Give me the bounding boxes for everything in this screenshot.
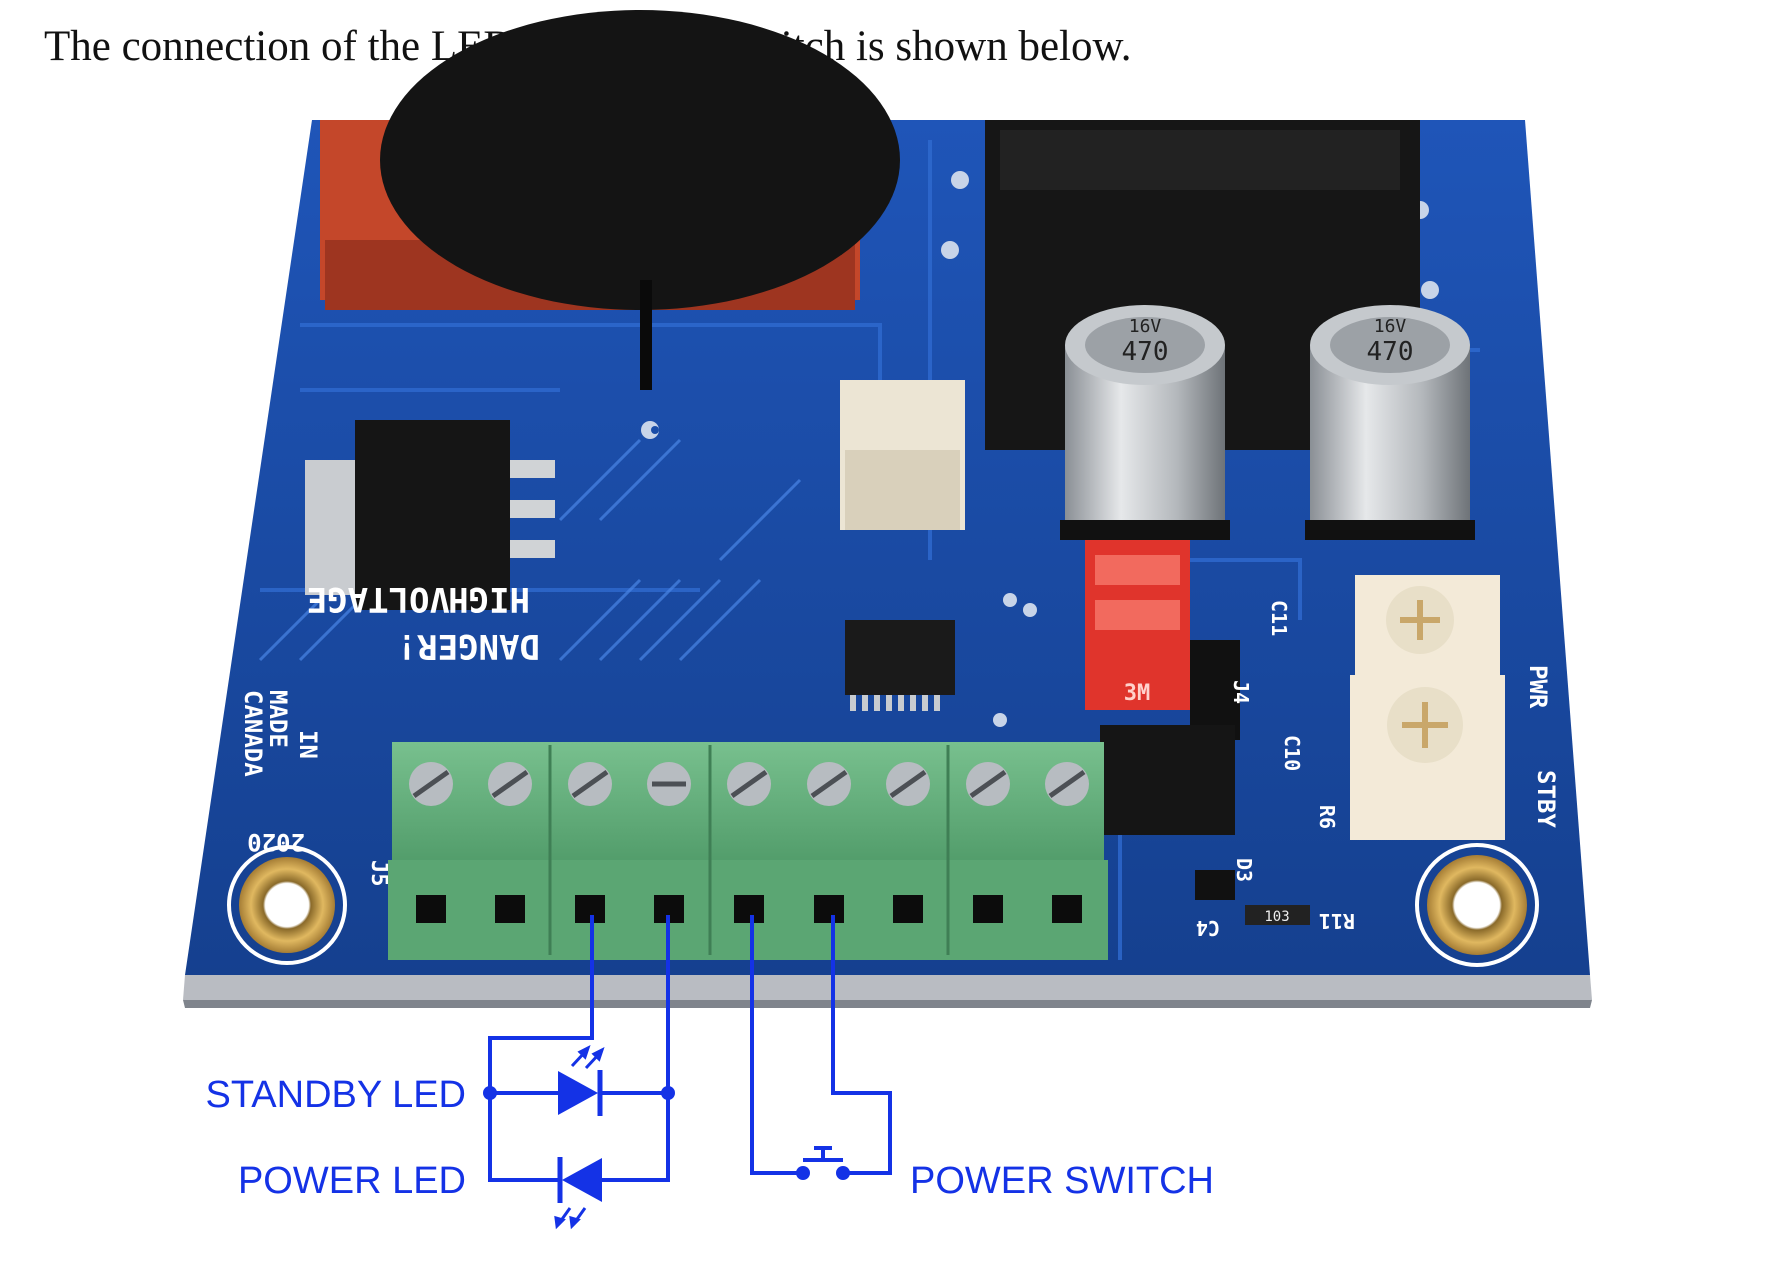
silk-d3: D3: [1232, 858, 1256, 882]
terminal-screws: [409, 762, 1089, 806]
screw-6: [807, 762, 851, 806]
wire-terminal-5: [750, 915, 803, 1175]
smd-component: [1100, 725, 1235, 835]
resistor-r11: 103: [1245, 905, 1310, 925]
silkscreen: HIGH VOLTAGE DANGER! MADE IN CANADA 2020…: [239, 579, 1560, 940]
trimmer-pot-top: [1355, 575, 1500, 675]
silk-voltage: VOLTAGE: [307, 579, 450, 619]
jumper-block: 3M: [1085, 540, 1240, 740]
transformer: [320, 10, 900, 390]
capacitor-right: 470 16V: [1305, 305, 1475, 540]
power-led-label: POWER LED: [238, 1160, 466, 1202]
capacitor-value-label: 470: [1367, 337, 1414, 367]
silk-canada: CANADA: [239, 690, 267, 777]
trimmer-pot-bottom: [1350, 675, 1505, 840]
silk-c11: C11: [1267, 600, 1291, 636]
ic-chip: [845, 620, 955, 711]
power-switch-label: POWER SWITCH: [910, 1160, 1214, 1202]
junction-dots: [483, 1086, 675, 1100]
silk-pwr: PWR: [1524, 665, 1552, 709]
capacitor-left: 470 16V: [1060, 305, 1230, 540]
capacitor-value-label: 470: [1122, 337, 1169, 367]
capacitor-voltage-label: 16V: [1374, 316, 1407, 337]
mounting-hole-left: [227, 845, 347, 965]
screw-7: [886, 762, 930, 806]
silk-stby: STBY: [1532, 770, 1560, 828]
wire-terminal-3: [488, 915, 594, 1182]
mounting-hole-right: [1415, 843, 1539, 967]
standby-led-symbol: [558, 1045, 605, 1116]
screw-3: [568, 762, 612, 806]
wiring-schematic: [488, 915, 892, 1182]
standby-led-label: STANDBY LED: [206, 1074, 466, 1116]
capacitor-voltage-label: 16V: [1129, 316, 1162, 337]
silk-j5: J5: [366, 860, 391, 887]
power-switch-symbol: [796, 1146, 850, 1180]
silk-year: 2020: [247, 828, 305, 856]
silk-r6: R6: [1315, 805, 1339, 829]
screw-5: [727, 762, 771, 806]
screw-9: [1045, 762, 1089, 806]
diode-d3: [1195, 870, 1235, 900]
silk-in: IN: [294, 730, 322, 759]
silk-danger: DANGER!: [397, 626, 540, 666]
silk-c10: C10: [1280, 735, 1304, 771]
wire-terminal-4: [600, 915, 670, 1182]
svg-text:103: 103: [1264, 909, 1289, 925]
wire-terminal-6: [831, 915, 892, 1175]
silk-c4: C4: [1196, 916, 1220, 940]
power-led-symbol: [554, 1157, 602, 1230]
terminal-openings: [416, 895, 1082, 923]
screw-2: [488, 762, 532, 806]
silk-j4: J4: [1229, 680, 1253, 704]
screw-4: [647, 762, 691, 806]
optocoupler: [840, 380, 965, 530]
screw-8: [966, 762, 1010, 806]
silk-r11: R11: [1319, 909, 1355, 933]
jumper-marking: 3M: [1124, 681, 1151, 706]
silk-made: MADE: [264, 690, 292, 748]
voltage-regulator: [305, 420, 555, 610]
silk-high: HIGH: [448, 579, 530, 619]
screw-1: [409, 762, 453, 806]
